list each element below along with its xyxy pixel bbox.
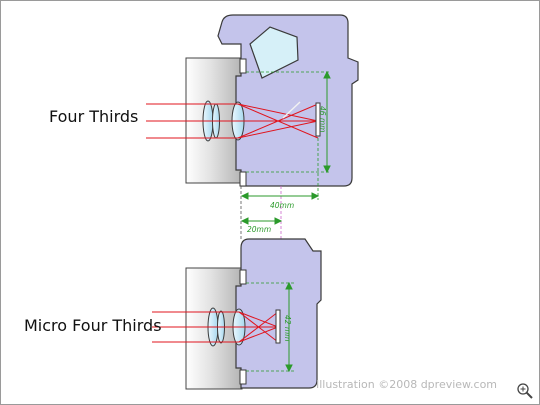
four-thirds-pentaprism [249, 26, 299, 79]
four-thirds-guides [246, 71, 330, 173]
four-thirds-sensor [315, 102, 321, 137]
four-thirds-light-rays [146, 103, 319, 139]
micro-four-thirds-light-rays [152, 311, 279, 343]
zoom-button[interactable] [516, 382, 534, 400]
flange-dimension-20mm [240, 217, 283, 225]
mount-height-46mm-label: 46 mm [318, 106, 327, 133]
illustration-credit: Illustration ©2008 dpreview.com [316, 378, 498, 391]
four-thirds-mount-lugs [239, 58, 247, 187]
micro-four-thirds-guides [246, 282, 295, 372]
flange-connectors [240, 138, 319, 240]
flange-distance-20mm-label: 20mm [247, 225, 272, 234]
micro-four-thirds-mount-lugs [239, 269, 247, 385]
flange-distance-40mm-label: 40mm [270, 201, 295, 210]
four-thirds-camera-body [217, 14, 359, 187]
four-thirds-mount-dimension [323, 70, 331, 174]
magnifier-plus-icon [517, 383, 533, 399]
micro-four-thirds-mount-dimension [285, 281, 293, 373]
flange-dimension-40mm [240, 192, 320, 200]
four-thirds-mirror [282, 101, 301, 119]
micro-four-thirds-sensor [275, 309, 281, 344]
mount-height-42mm-label: 42 mm [283, 315, 292, 342]
four-thirds-label: Four Thirds [49, 107, 139, 126]
micro-four-thirds-label: Micro Four Thirds [24, 316, 162, 335]
